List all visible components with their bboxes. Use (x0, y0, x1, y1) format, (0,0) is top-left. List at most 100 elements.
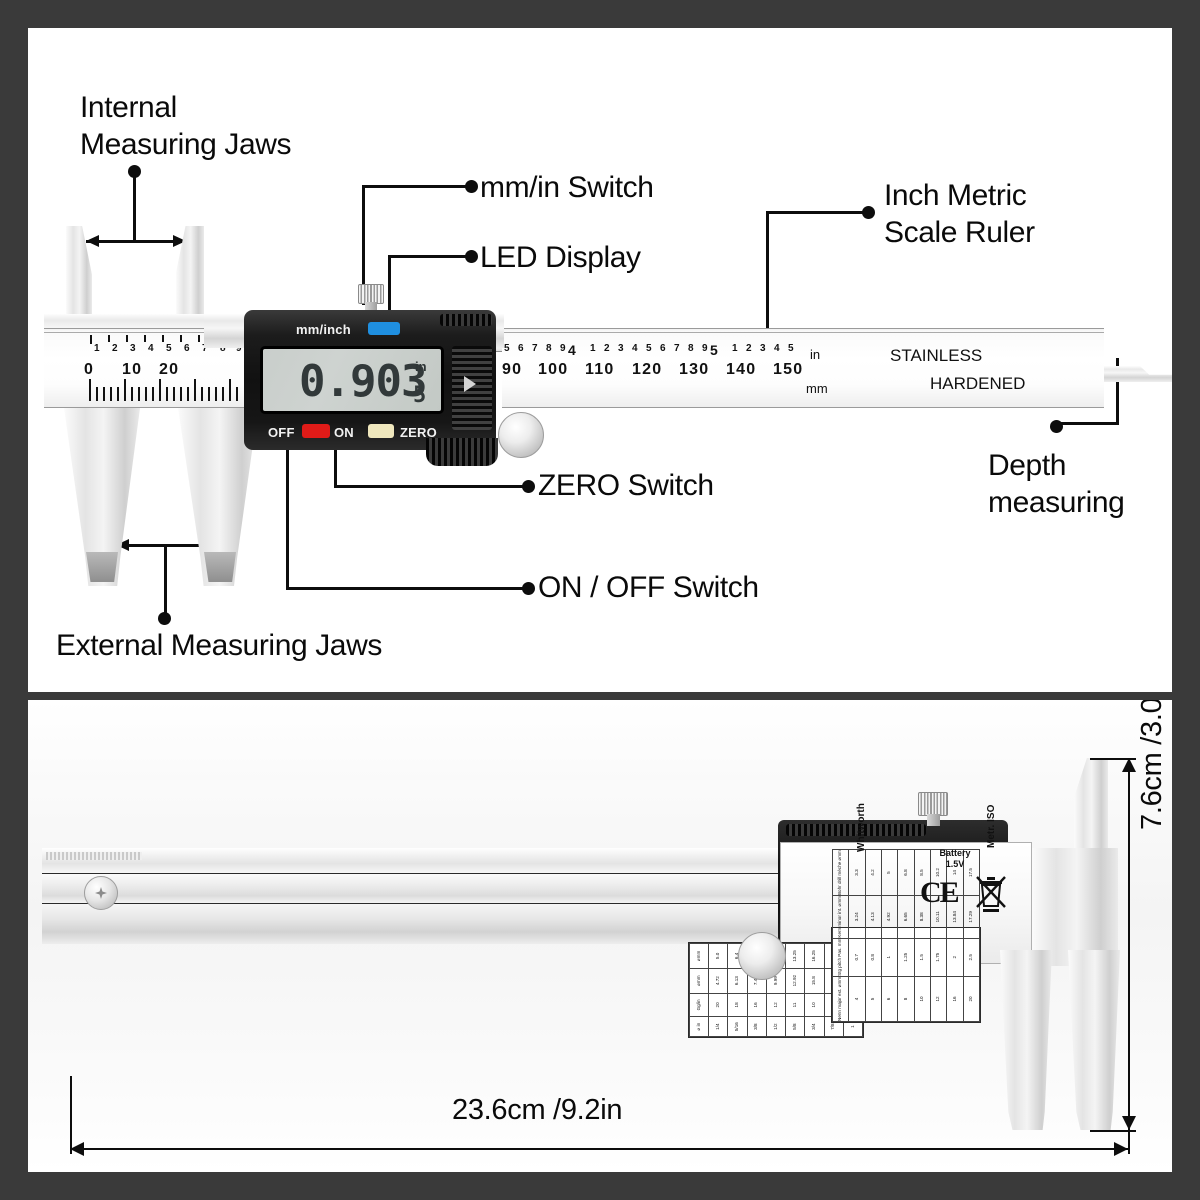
table-cell: 4.92 (881, 895, 898, 939)
dim-width-line (70, 1148, 1128, 1150)
jaw-side-body (1032, 848, 1118, 966)
thumb-roller[interactable] (498, 412, 544, 458)
lock-screw-side[interactable] (918, 792, 948, 816)
brand-stainless: STAINLESS (890, 346, 983, 365)
table-cell: 15.8 (804, 968, 825, 994)
table-cell: 5/8 (785, 1016, 805, 1037)
callout-dot-scale-ruler (862, 206, 875, 219)
table-cell: 1.5 (914, 938, 931, 977)
lcd-value: 0.903 (299, 356, 427, 407)
beam-side-lower (42, 874, 786, 904)
table-cell: 0.7 (848, 938, 866, 977)
callout-on-off-switch: ON / OFF Switch (538, 571, 759, 604)
table-header-cell: ⌀ in (689, 1016, 709, 1037)
slider-head-top-ribs (786, 824, 926, 836)
unit-label-mm: mm (806, 381, 828, 396)
table-cell: 2.5 (963, 938, 980, 977)
lock-screw[interactable] (358, 284, 384, 304)
dim-internal-jaws (86, 235, 186, 246)
depth-rod-side (46, 852, 142, 860)
table-cell: 12.92 (785, 968, 805, 994)
callout-zero-switch: ZERO Switch (538, 469, 714, 502)
table-cell: 6.65 (897, 895, 915, 939)
mm-inch-label: mm/inch (296, 322, 351, 337)
play-triangle-icon (464, 376, 476, 392)
jaw-tip-fixed (86, 552, 118, 582)
dim-width-arrow-left (70, 1142, 84, 1156)
table-cell: 20 (963, 976, 980, 1022)
unit-label-in: in (810, 347, 821, 362)
table-cell: 0.8 (865, 938, 882, 977)
beam-side-upper (42, 848, 782, 874)
head-top-ribs (440, 314, 492, 326)
table-cell: 12 (766, 993, 786, 1017)
brand-plate: in mm STAINLESS HARDENED (802, 332, 1104, 408)
table-cell: 16 (747, 993, 767, 1017)
table-header-cell: Gg/in (689, 993, 709, 1017)
table-cell: 11 (785, 993, 805, 1017)
leader-onoff-h (286, 587, 526, 590)
lcd-value-small: 5 (413, 383, 427, 408)
beam-side-foot (42, 904, 786, 944)
table-cell: 5 (865, 976, 882, 1022)
callout-internal-measuring-jaws: Internal Measuring Jaws (80, 91, 292, 161)
beam-screw (84, 876, 118, 910)
zero-button[interactable] (368, 424, 394, 438)
table-cell: 1/2 (766, 1016, 786, 1037)
head-bottom-grip (426, 438, 498, 466)
table-header-cell: Stg pitch Pas. mm (832, 938, 849, 977)
table-cell: 1.25 (897, 938, 915, 977)
table-cell: 10 (804, 993, 825, 1017)
callout-dot-mm-in (465, 180, 478, 193)
dim-height-arrow-bottom (1122, 1116, 1136, 1130)
table-header-cell: Bohr drill mèche ⌀mm (832, 849, 849, 896)
lcd-unit: in (415, 359, 427, 374)
table-cell: 4.2 (865, 849, 882, 896)
leader-onoff-v (286, 403, 289, 589)
lock-screw-side-stem (927, 814, 940, 826)
table-cell: 2 (946, 938, 964, 977)
weee-bin-icon (976, 876, 1006, 912)
table-cell: 4.72 (708, 968, 728, 994)
table-cell: 1/4 (708, 1016, 728, 1037)
leader-depth-v (1116, 358, 1119, 424)
dim-height-ext-top (1090, 758, 1136, 760)
table-cell: 1 (881, 938, 898, 977)
table-title-whitworth: Whitworth (856, 803, 867, 852)
table-cell: 13.25 (785, 943, 805, 969)
thumb-roller-side[interactable] (738, 932, 786, 980)
callout-dot-zero (522, 480, 535, 493)
dim-width-ext-left (70, 1076, 72, 1154)
table-cell: 4 (848, 976, 866, 1022)
dimension-height-label: 7.6cm /3.0in (1136, 700, 1168, 830)
callout-dot-external-jaws (158, 612, 171, 625)
external-jaw-side-moving (1068, 950, 1120, 1130)
caliper-annotated-view: Internal Measuring Jaws mm/in Switch LED… (28, 28, 1172, 692)
table-cell: 3/4 (804, 1016, 825, 1037)
off-label: OFF (268, 425, 295, 440)
battery-line-1: Battery (939, 848, 971, 858)
dim-height-arrow-top (1122, 758, 1136, 772)
table-cell: 5.0 (708, 943, 728, 969)
table-cell: 16 (946, 976, 964, 1022)
dim-height-line (1128, 758, 1130, 1130)
ce-mark-icon: CE (920, 876, 960, 909)
dim-height-ext-bottom (1090, 1130, 1136, 1132)
lcd-screen: 0.903 5 in (260, 346, 444, 414)
table-cell: 5/16 (727, 1016, 748, 1037)
zero-label: ZERO (400, 425, 437, 440)
table-cell: 4.13 (865, 895, 882, 939)
mm-inch-button[interactable] (368, 322, 400, 335)
on-off-button[interactable] (302, 424, 330, 438)
table-cell: 3.3 (848, 849, 866, 896)
callout-led-display: LED Display (480, 241, 641, 274)
table-header-cell: ⌀mm (689, 943, 709, 969)
table-title-metric-iso: Metr. ISO (986, 804, 997, 848)
